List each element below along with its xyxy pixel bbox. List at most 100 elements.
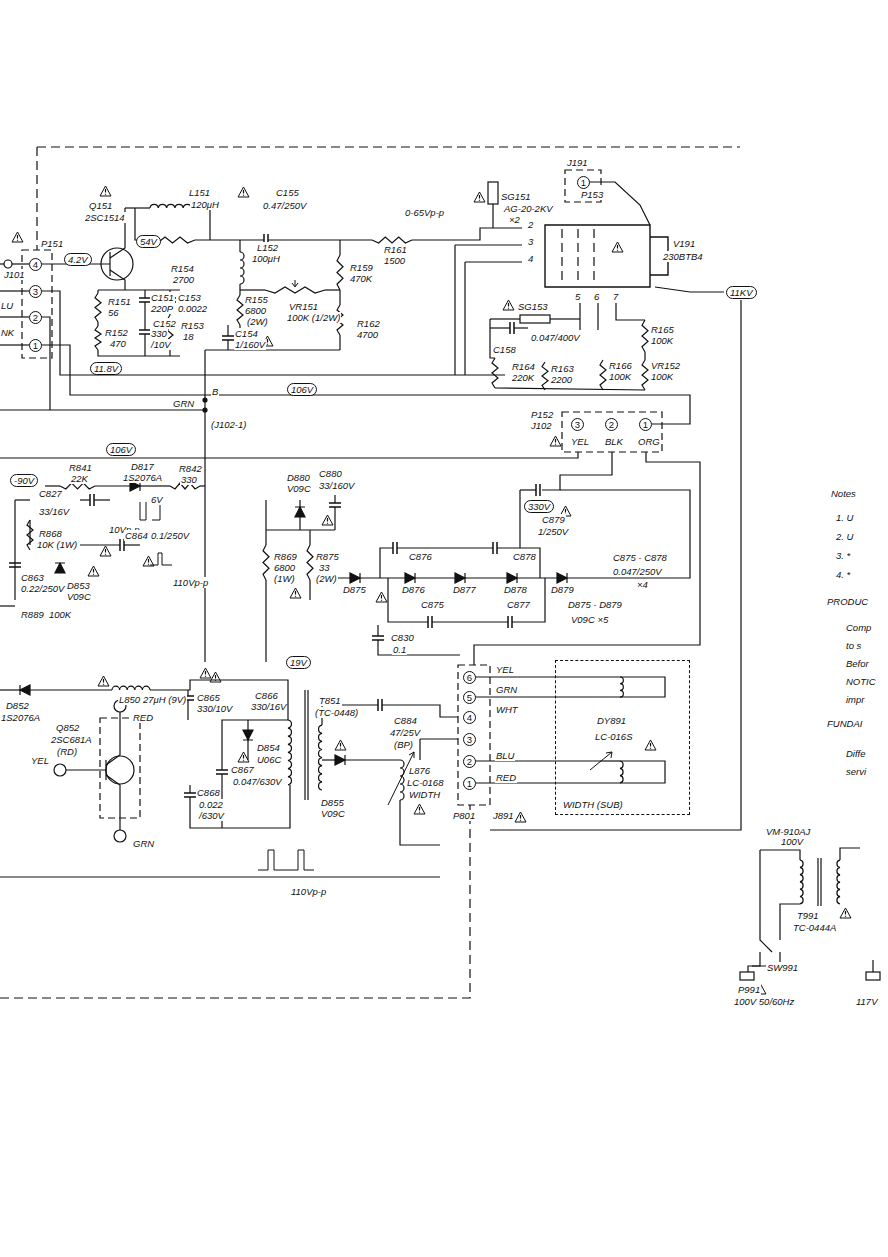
pin-number: 3 [571, 418, 584, 431]
part-label: LU [0, 300, 14, 311]
wire [200, 208, 210, 240]
wire [412, 228, 522, 240]
part-label: NK [0, 327, 15, 338]
wire [325, 289, 340, 290]
part-label: J101 [3, 269, 26, 280]
wire [872, 960, 873, 972]
part-label: 2200 [550, 374, 573, 385]
part-label: 1S2076A [0, 712, 41, 723]
diode-symbol [455, 573, 465, 583]
part-label: 220P [150, 303, 174, 314]
part-label: 230BTB4 [662, 251, 704, 262]
part-label: 22K [70, 473, 89, 484]
terminal [4, 260, 12, 268]
resistor-symbol [600, 360, 606, 390]
part-label: SG153 [517, 301, 549, 312]
part-label: 330 [180, 474, 198, 485]
wire [748, 952, 760, 972]
part-label: 110Vp-p [290, 886, 327, 897]
resistor-symbol [27, 520, 33, 550]
waveform [258, 850, 314, 870]
resistor-symbol [307, 545, 313, 580]
wire [109, 252, 110, 276]
part-label: 10K (1W) [36, 539, 78, 550]
wire [840, 848, 860, 860]
wire [41, 291, 505, 375]
part-label: C153 [177, 292, 202, 303]
part-label: YEL [30, 755, 50, 766]
safety-warning-mark [617, 245, 618, 251]
part-label: 1500 [383, 255, 406, 266]
part-label: D875 - D879 [567, 599, 623, 610]
part-label: VR152 [650, 360, 681, 371]
resistor-symbol [642, 320, 648, 352]
wire [80, 499, 90, 500]
wire [66, 769, 106, 770]
part-label: 6800 [273, 562, 296, 573]
wire [12, 263, 29, 264]
part-label: D878 [503, 584, 528, 595]
wire [205, 349, 340, 350]
part-label: R155 [244, 294, 269, 305]
safety-warning-symbol [98, 676, 109, 686]
wire [0, 876, 440, 877]
part-label: R875 [315, 551, 340, 562]
wire [345, 759, 400, 760]
wire [105, 760, 106, 780]
part-label: LC-0168 [406, 777, 444, 788]
wire [247, 740, 248, 760]
wire [94, 499, 110, 500]
part-label: V09C [286, 483, 312, 494]
part-label: D880 [286, 472, 311, 483]
dashed-boundary [37, 146, 740, 147]
part-label: R153 [180, 320, 205, 331]
part-label: 27μH (9V) [142, 694, 187, 705]
part-label: BLU [495, 750, 515, 761]
part-label: P991 [737, 984, 761, 995]
part-label: ORG [637, 436, 661, 447]
wire [490, 327, 510, 328]
voltage-tag: 54V [136, 235, 161, 248]
wire [455, 244, 522, 245]
safety-warning-mark [205, 671, 206, 677]
safety-warning-symbol [238, 187, 249, 197]
safety-warning-mark [327, 518, 328, 524]
node-text: LC-016S [594, 731, 634, 742]
safety-warning-mark [93, 569, 94, 575]
part-label: C875 [420, 599, 445, 610]
part-label: 33 [318, 562, 331, 573]
capacitor-symbol [536, 484, 540, 496]
part-label: R868 [38, 528, 63, 539]
safety-warning-mark [17, 235, 18, 241]
part-label: 2700 [172, 274, 195, 285]
wire [514, 327, 528, 328]
part-label: V191 [672, 238, 696, 249]
wire [307, 690, 308, 800]
pin-number: 1 [29, 339, 42, 352]
part-label: 1. U [835, 512, 854, 523]
safety-warning-mark [650, 743, 651, 749]
wire [247, 720, 248, 730]
safety-warning-mark [243, 190, 244, 196]
part-label: SG151 [500, 191, 532, 202]
wire [550, 318, 580, 319]
terminal [54, 764, 66, 776]
wire [144, 334, 145, 356]
pin-number: 1 [463, 777, 476, 790]
part-label: Q151 [88, 200, 113, 211]
part-label: 5 [574, 291, 581, 302]
part-label: 100K [608, 371, 632, 382]
part-label: L152 [256, 242, 279, 253]
coil-symbol [837, 860, 840, 904]
waveform [150, 553, 172, 565]
part-label: T851 [318, 695, 342, 706]
wire [0, 263, 4, 264]
wire [542, 452, 612, 490]
part-label: PRODUC [826, 596, 869, 607]
safety-warning-mark [105, 549, 106, 555]
diode-symbol [557, 573, 567, 583]
resistor-symbol [237, 295, 243, 325]
wire [377, 625, 378, 636]
safety-warning-mark [520, 815, 521, 821]
pin-number: 1 [577, 176, 590, 189]
